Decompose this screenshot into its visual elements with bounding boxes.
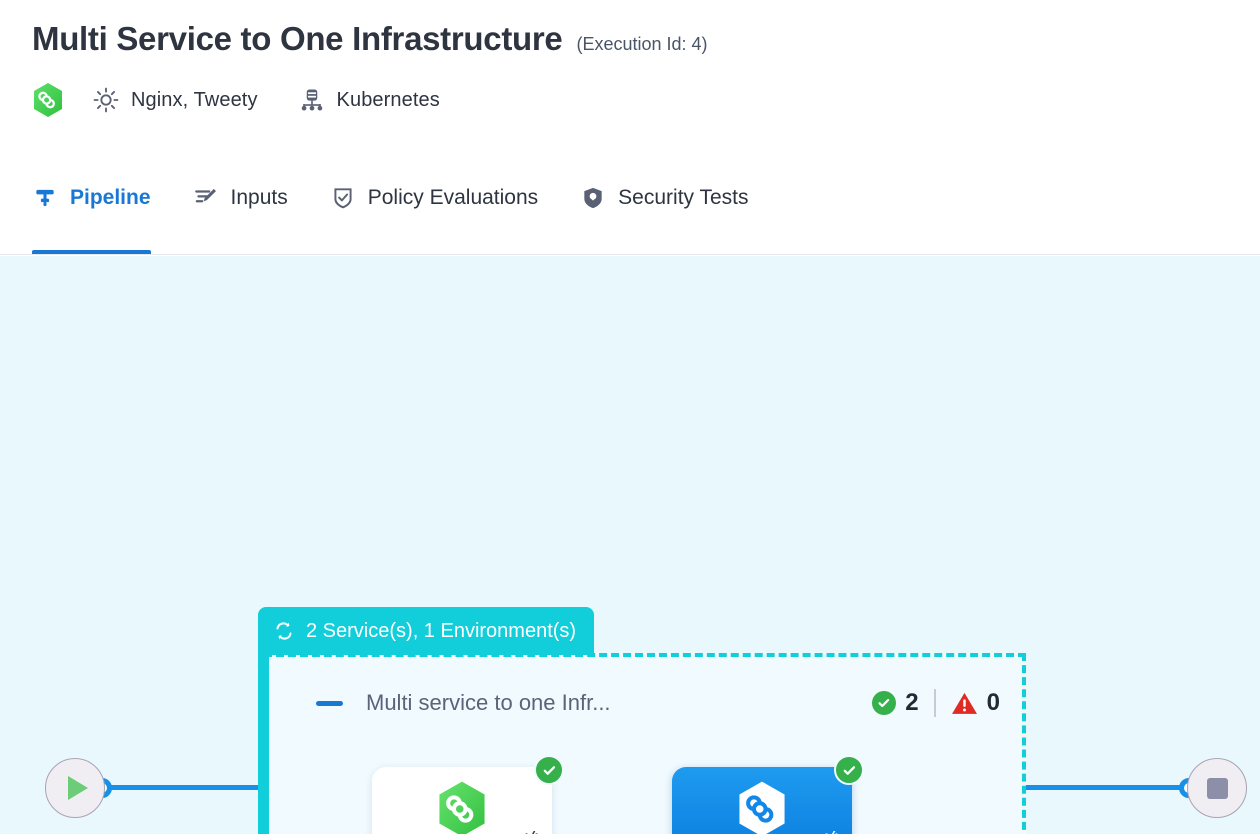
group-left-rail (258, 653, 269, 834)
gear-icon (93, 87, 119, 113)
title-row: Multi Service to One Infrastructure (Exe… (32, 18, 1260, 60)
loop-repeat-icon (276, 622, 292, 640)
service-group[interactable]: 2 Service(s), 1 Environment(s) Multi ser… (258, 607, 1026, 834)
tab-pipeline[interactable]: Pipeline (32, 161, 151, 254)
execution-id: (Execution Id: 4) (576, 34, 708, 54)
page-title: Multi Service to One Infrastructure (32, 20, 563, 57)
success-counter: 2 (872, 689, 919, 717)
collapse-minus-icon[interactable] (316, 700, 343, 706)
group-tab-label: 2 Service(s), 1 Environment(s) (306, 619, 577, 642)
play-icon (68, 776, 88, 800)
page-header: Multi Service to One Infrastructure (Exe… (0, 0, 1260, 162)
group-header-row: Multi service to one Infr... 2 (264, 689, 1026, 717)
edge-start-to-group (100, 785, 264, 790)
stop-icon (1206, 777, 1228, 799)
service-cards: </> (Nginx): Multi service to one... (264, 755, 1026, 834)
brand-logo (32, 82, 64, 118)
error-count: 0 (986, 689, 1000, 716)
tab-pipeline-label: Pipeline (70, 185, 151, 209)
tab-inputs[interactable]: Inputs (193, 161, 288, 254)
hexagon-infinity-white-icon (739, 781, 785, 834)
tab-policy-evaluations[interactable]: Policy Evaluations (330, 161, 538, 254)
shield-check-icon (334, 187, 352, 208)
pipeline-icon (36, 189, 54, 206)
hexagon-infinity-green-icon (439, 781, 485, 834)
counter-divider (933, 689, 936, 717)
code-brackets-icon[interactable]: </> (519, 830, 544, 834)
tab-bar: Pipeline Inputs Policy Evaluations Secur… (0, 161, 1260, 255)
service-card-tweety: </> (Tweety, {"__uuid":... (612, 755, 912, 834)
success-count: 2 (905, 689, 919, 716)
kubernetes-node-icon (301, 89, 322, 111)
shield-lock-icon (584, 187, 602, 208)
edge-group-to-end (1026, 785, 1196, 790)
check-circle-icon (872, 691, 897, 715)
meta-row: Nginx, Tweety Kubernetes (32, 82, 1260, 118)
nginx-card[interactable]: </> (372, 755, 564, 834)
code-brackets-icon[interactable]: </> (819, 830, 844, 834)
group-tab[interactable]: 2 Service(s), 1 Environment(s) (258, 607, 595, 655)
service-card-nginx: </> (Nginx): Multi service to one... (312, 755, 612, 834)
tab-security-tests-label: Security Tests (618, 185, 749, 209)
start-node[interactable] (45, 758, 105, 818)
services-meta: Nginx, Tweety (92, 86, 258, 114)
tab-security-tests[interactable]: Security Tests (580, 161, 749, 254)
group-counters: 2 0 (872, 689, 1000, 717)
group-title: Multi service to one Infr... (366, 690, 611, 715)
infrastructure-meta: Kubernetes (298, 86, 440, 114)
tab-policy-evaluations-label: Policy Evaluations (367, 185, 539, 209)
inputs-edit-icon (194, 188, 216, 202)
tweety-card[interactable]: </> (672, 755, 864, 834)
warning-triangle-icon (951, 692, 977, 714)
tweety-status-check-circle-icon (834, 755, 864, 785)
error-counter: 0 (951, 689, 1000, 717)
infrastructure-label: Kubernetes (336, 88, 440, 111)
nginx-status-check-circle-icon (534, 755, 564, 785)
tab-inputs-label: Inputs (230, 185, 288, 209)
hexagon-infinity-logo-icon (34, 83, 62, 117)
services-label: Nginx, Tweety (131, 88, 258, 111)
pipeline-canvas[interactable]: 2 Service(s), 1 Environment(s) Multi ser… (0, 256, 1260, 834)
end-node[interactable] (1187, 758, 1247, 818)
